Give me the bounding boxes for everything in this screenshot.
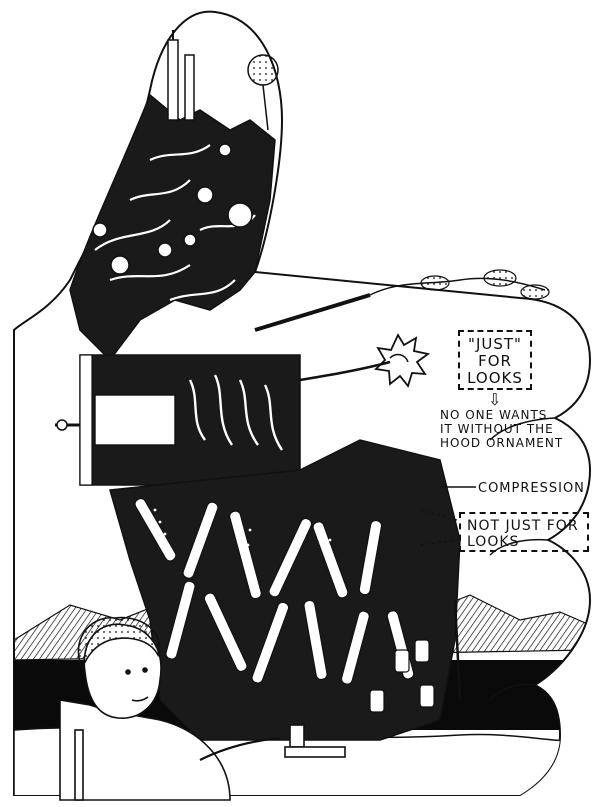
finger-crease-3 [489,683,536,701]
note-line2: IT WITHOUT THE [440,422,554,436]
finger-crease-1 [489,417,556,441]
not-just-line1: NOT JUST FOR [467,518,579,534]
note-line3: HOOD ORNAMENT [440,436,564,450]
note-line1: NO ONE WANTS [440,408,548,422]
hood-ornament-star [374,333,431,388]
worried-man-figure [59,616,346,801]
machine-body [55,30,550,741]
just-for-looks-line2: FOR [478,352,512,370]
just-for-looks-line1: "JUST" [468,335,522,353]
not-just-for-looks-box: NOT JUST FOR LOOKS [459,512,589,552]
finger-crease-2 [489,538,549,556]
not-just-line2: LOOKS [467,534,520,550]
compression-label: COMPRESSION [478,481,585,496]
down-arrow-icon: ⇩ [488,390,503,409]
just-for-looks-box: "JUST" FOR LOOKS [458,330,532,390]
hood-ornament-note: NO ONE WANTS IT WITHOUT THE HOOD ORNAMEN… [440,408,590,450]
just-for-looks-line3: LOOKS [467,369,523,387]
